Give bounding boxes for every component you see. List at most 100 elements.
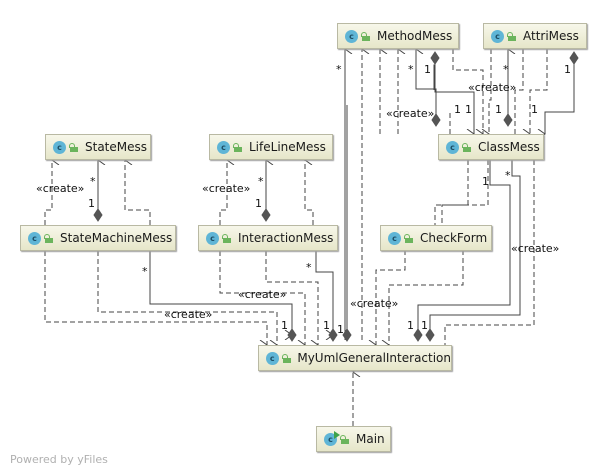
- public-lock-icon: [281, 353, 291, 363]
- multiplicity-one: 1: [323, 319, 330, 332]
- dependency-edge: [452, 49, 483, 134]
- class-icon: c: [206, 231, 219, 245]
- public-lock-icon: [233, 142, 242, 152]
- dependency-edge: [434, 160, 469, 225]
- association-edge: [545, 58, 575, 134]
- multiplicity-many: *: [505, 169, 511, 182]
- multiplicity-one: 1: [281, 319, 288, 332]
- association-edge: [429, 160, 521, 335]
- multiplicity-one: 1: [465, 103, 472, 116]
- class-node-checkform[interactable]: c CheckForm: [380, 225, 492, 251]
- class-name: CheckForm: [420, 231, 488, 245]
- composition-diamond: [93, 208, 103, 222]
- create-label: «create»: [468, 81, 517, 94]
- dependency-edge: [441, 160, 489, 225]
- class-node-attrimess[interactable]: c AttriMess: [483, 23, 587, 49]
- class-name: MyUmlGeneralInteraction: [297, 351, 451, 365]
- class-icon: c: [53, 140, 66, 154]
- composition-diamond: [569, 51, 579, 65]
- runnable-class-icon: c: [324, 430, 340, 446]
- dependency-edge: [97, 251, 277, 345]
- composition-diamond: [430, 51, 440, 65]
- create-label: «create»: [164, 308, 213, 321]
- public-lock-icon: [44, 233, 53, 243]
- multiplicity-one: 1: [421, 319, 428, 332]
- class-node-interactionmess[interactable]: c InteractionMess: [198, 225, 338, 251]
- association-edge: [149, 251, 292, 335]
- multiplicity-many: *: [408, 63, 414, 76]
- dependency-edge: [44, 251, 267, 345]
- composition-diamond: [503, 113, 513, 127]
- multiplicity-many: *: [142, 265, 148, 278]
- composition-diamond: [425, 328, 435, 342]
- multiplicity-many: *: [503, 63, 509, 76]
- class-name: MethodMess: [377, 29, 453, 43]
- dependency-edge: [376, 250, 406, 345]
- create-label: «create»: [36, 182, 85, 195]
- class-icon: c: [491, 29, 504, 43]
- class-name: Main: [356, 432, 385, 446]
- dependency-edge: [514, 49, 524, 134]
- multiplicity-one: 1: [495, 103, 502, 116]
- public-lock-icon: [404, 233, 413, 243]
- class-node-statemachinemess[interactable]: c StateMachineMess: [20, 225, 176, 251]
- dependency-edge: [305, 160, 314, 225]
- composition-diamond: [287, 328, 297, 342]
- dependency-edge: [489, 49, 492, 134]
- class-node-myumlgeneralinteraction[interactable]: c MyUmlGeneralInteraction: [258, 345, 452, 371]
- public-lock-icon: [361, 31, 370, 41]
- dependency-edge: [219, 251, 305, 345]
- public-lock-icon: [340, 434, 349, 444]
- dependency-edge: [389, 250, 464, 345]
- multiplicity-many: *: [336, 63, 342, 76]
- class-name: LifeLineMess: [249, 140, 326, 154]
- multiplicity-one: 1: [531, 103, 538, 116]
- class-name: AttriMess: [523, 29, 579, 43]
- multiplicity-many: *: [258, 175, 264, 188]
- create-label: «create»: [238, 288, 287, 301]
- class-name: StateMachineMess: [60, 231, 173, 245]
- class-icon: c: [266, 351, 279, 365]
- public-lock-icon: [507, 31, 516, 41]
- multiplicity-one: 1: [255, 197, 262, 210]
- class-name: InteractionMess: [238, 231, 334, 245]
- association-edge: [315, 251, 333, 335]
- class-node-classmess[interactable]: c ClassMess: [438, 134, 544, 160]
- class-node-main[interactable]: c Main: [316, 426, 391, 452]
- class-name: StateMess: [85, 140, 148, 154]
- public-lock-icon: [462, 142, 471, 152]
- class-name: ClassMess: [478, 140, 540, 154]
- multiplicity-one: 1: [337, 323, 344, 336]
- dependency-edge: [265, 251, 318, 345]
- multiplicity-one: 1: [564, 63, 571, 76]
- multiplicity-one: 1: [407, 319, 414, 332]
- class-icon: c: [446, 140, 459, 154]
- class-icon: c: [28, 231, 41, 245]
- class-icon: c: [345, 29, 358, 43]
- multiplicity-one: 1: [424, 63, 431, 76]
- multiplicity-one: 1: [482, 175, 489, 188]
- multiplicity-one: 1: [454, 103, 461, 116]
- composition-diamond: [413, 328, 423, 342]
- association-edge: [434, 58, 474, 134]
- composition-diamond: [431, 113, 441, 127]
- class-node-methodmess[interactable]: c MethodMess: [337, 23, 459, 49]
- association-edge: [416, 49, 437, 120]
- create-label: «create»: [202, 182, 251, 195]
- class-icon: c: [388, 231, 401, 245]
- multiplicity-one: 1: [88, 197, 95, 210]
- create-label: «create»: [350, 297, 399, 310]
- class-icon: c: [217, 140, 230, 154]
- public-lock-icon: [222, 233, 231, 243]
- class-node-statemess[interactable]: c StateMess: [45, 134, 151, 160]
- multiplicity-many: *: [90, 175, 96, 188]
- create-label: «create»: [386, 107, 435, 120]
- dependency-edge: [444, 160, 535, 345]
- create-label: «create»: [511, 242, 560, 255]
- dependency-edge: [219, 160, 227, 225]
- dependency-edge: [125, 160, 151, 225]
- composition-diamond: [342, 328, 352, 342]
- composition-diamond: [261, 208, 271, 222]
- class-node-lifelinemess[interactable]: c LifeLineMess: [209, 134, 333, 160]
